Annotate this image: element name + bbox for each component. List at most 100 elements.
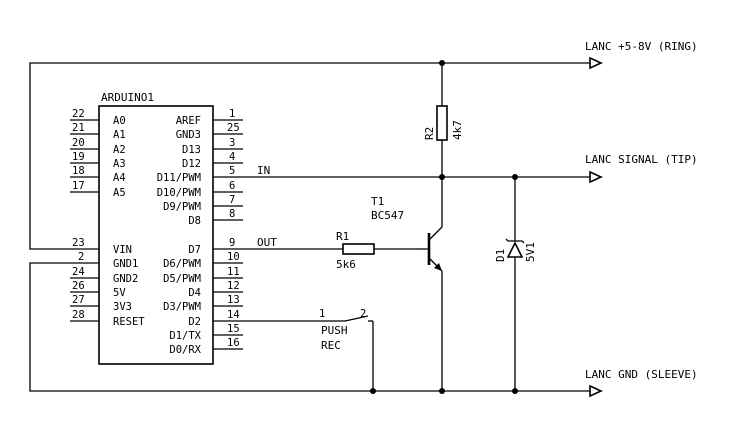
pin-label: D5/PWM xyxy=(163,273,201,285)
pin-num: 15 xyxy=(227,323,240,335)
left-pin-vin: 23 VIN xyxy=(70,237,132,256)
junction-dot xyxy=(512,388,518,394)
pin-label: D11/PWM xyxy=(157,172,201,184)
resistor-r1: R1 5k6 xyxy=(336,230,375,271)
left-pin-a0: 22 A0 xyxy=(70,108,126,127)
wire-signal-net xyxy=(243,140,590,227)
pin-num: 10 xyxy=(227,251,240,263)
switch-pin1: 1 xyxy=(319,308,325,320)
pin-num: 7 xyxy=(229,194,235,206)
pin-label: A1 xyxy=(113,129,126,141)
pin-num: 16 xyxy=(227,337,240,349)
right-pin-d1: 15 D1/TX xyxy=(169,323,243,342)
left-pin-a2: 20 A2 xyxy=(70,137,126,156)
right-pin-d6: 10 D6/PWM xyxy=(163,251,243,270)
pin-label: D10/PWM xyxy=(157,187,201,199)
right-pin-aref: 1 AREF xyxy=(176,108,243,127)
pin-num: 27 xyxy=(72,294,85,306)
pin-label: AREF xyxy=(176,115,201,127)
pin-num: 13 xyxy=(227,294,240,306)
pin-num: 24 xyxy=(72,266,85,278)
right-pin-d0: 16 D0/RX xyxy=(169,337,243,356)
net-label-out: OUT xyxy=(257,236,277,249)
left-pin-3v3: 27 3V3 xyxy=(70,294,132,313)
junction-dot xyxy=(439,388,445,394)
pin-label: RESET xyxy=(113,316,145,328)
pin-label: D4 xyxy=(188,287,201,299)
pin-num: 28 xyxy=(72,309,85,321)
pin-label: A0 xyxy=(113,115,126,127)
arduino-body xyxy=(98,105,214,365)
junction-dot xyxy=(439,174,445,180)
pin-label: D12 xyxy=(182,158,201,170)
junction-dot xyxy=(370,388,376,394)
left-pin-a3: 19 A3 xyxy=(70,151,126,170)
pin-label: D1/TX xyxy=(169,330,201,342)
pin-num: 22 xyxy=(72,108,85,120)
resistor-r2: R2 4k7 xyxy=(423,105,464,141)
transistor-t1: T1 BC547 xyxy=(371,195,443,272)
wire-ring-net xyxy=(29,62,590,250)
pin-num: 14 xyxy=(227,309,240,321)
pin-num: 20 xyxy=(72,137,85,149)
net-label-in: IN xyxy=(257,164,270,177)
left-pin-gnd2: 24 GND2 xyxy=(70,266,138,285)
right-pin-d8: 8 D8 xyxy=(188,208,243,227)
push-switch: 1 2 PUSH REC xyxy=(316,308,373,352)
left-pin-a1: 21 A1 xyxy=(70,122,126,141)
junction-dot xyxy=(512,174,518,180)
right-pin-d3: 13 D3/PWM xyxy=(163,294,243,313)
right-pin-d12: 4 D12 xyxy=(182,151,243,170)
pin-label: GND2 xyxy=(113,273,138,285)
switch-label-line1: PUSH xyxy=(321,324,348,337)
pin-label: GND3 xyxy=(176,129,201,141)
r2-value: 4k7 xyxy=(451,120,464,140)
right-pin-d13: 3 D13 xyxy=(182,137,243,156)
port-ring: LANC +5-8V (RING) xyxy=(585,40,698,70)
pin-label: A4 xyxy=(113,172,126,184)
wire-gnd-net xyxy=(29,262,590,392)
junction-dot xyxy=(439,60,445,66)
port-tip-label: LANC SIGNAL (TIP) xyxy=(585,153,698,166)
right-pin-d7: 9 D7 xyxy=(188,237,243,256)
port-tip: LANC SIGNAL (TIP) xyxy=(585,153,698,184)
pin-num: 26 xyxy=(72,280,85,292)
pin-num: 12 xyxy=(227,280,240,292)
pin-label: A5 xyxy=(113,187,126,199)
d1-ref: D1 xyxy=(494,249,507,262)
pin-num: 17 xyxy=(72,180,85,192)
right-pin-d5: 11 D5/PWM xyxy=(163,266,243,285)
pin-label: D3/PWM xyxy=(163,301,201,313)
pin-label: D13 xyxy=(182,144,201,156)
pin-num: 6 xyxy=(229,180,235,192)
pin-label: A2 xyxy=(113,144,126,156)
pin-num: 2 xyxy=(78,251,84,263)
pin-num: 3 xyxy=(229,137,235,149)
left-pin-a4: 18 A4 xyxy=(70,165,126,184)
pin-label: D0/RX xyxy=(169,344,201,356)
pin-label: 3V3 xyxy=(113,301,132,313)
t1-value: BC547 xyxy=(371,209,404,222)
right-pin-d2: 14 D2 xyxy=(188,309,243,328)
port-sleeve: LANC GND (SLEEVE) xyxy=(585,368,698,398)
pin-label: A3 xyxy=(113,158,126,170)
d1-value: 5V1 xyxy=(524,242,537,262)
left-pin-a5: 17 A5 xyxy=(70,180,126,199)
pin-num: 18 xyxy=(72,165,85,177)
pin-num: 1 xyxy=(229,108,235,120)
pin-label: D6/PWM xyxy=(163,258,201,270)
pin-num: 19 xyxy=(72,151,85,163)
t1-ref: T1 xyxy=(371,195,384,208)
r1-value: 5k6 xyxy=(336,258,356,271)
right-pin-d10: 6 D10/PWM xyxy=(157,180,243,199)
arduino-block: ARDUINO1 22 A0 21 A1 20 A2 19 A3 18 A4 xyxy=(70,91,243,365)
right-pin-d4: 12 D4 xyxy=(188,280,243,299)
switch-pin2: 2 xyxy=(360,308,366,320)
pin-num: 25 xyxy=(227,122,240,134)
emitter-arrow xyxy=(434,263,442,271)
right-pin-d11: 5 D11/PWM xyxy=(157,165,243,184)
pin-num: 9 xyxy=(229,237,235,249)
zener-diode-d1: D1 5V1 xyxy=(494,238,537,262)
pin-num: 11 xyxy=(227,266,240,278)
